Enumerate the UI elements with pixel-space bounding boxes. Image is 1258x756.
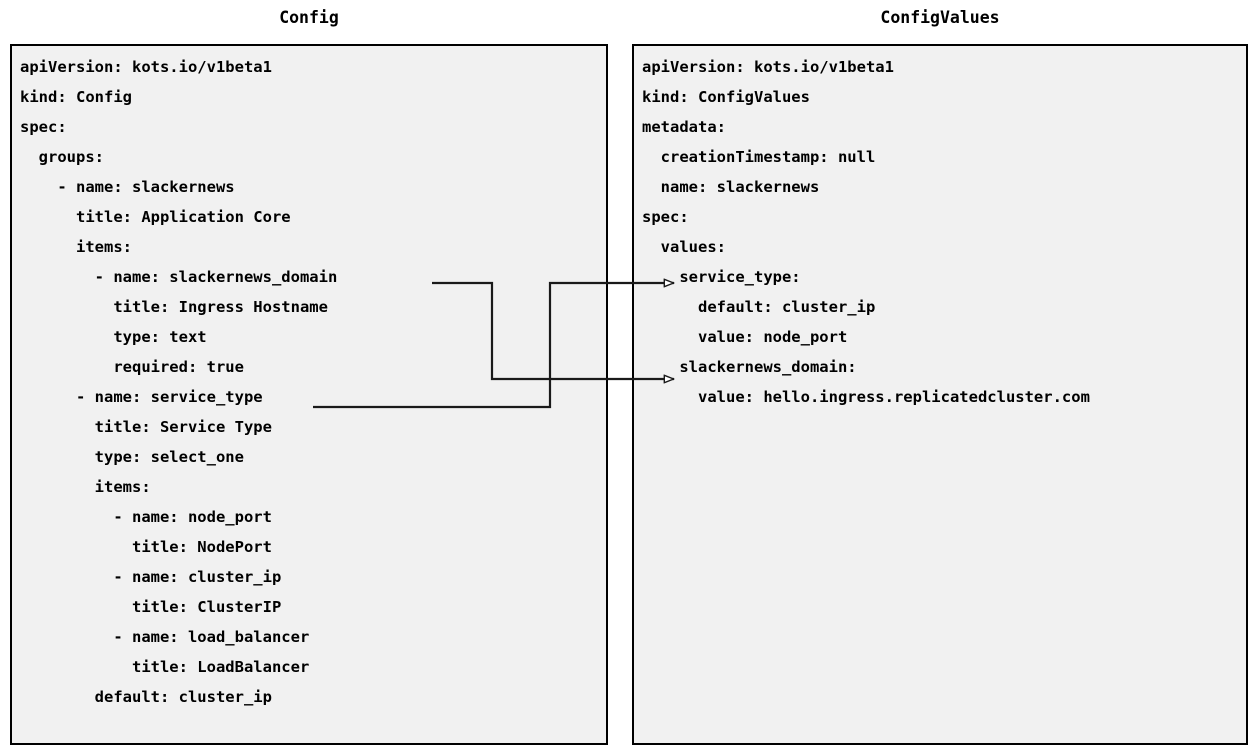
code-line: default: cluster_ip xyxy=(642,298,876,316)
code-line: value: hello.ingress.replicatedcluster.c… xyxy=(642,388,1090,406)
code-line: metadata: xyxy=(642,118,726,136)
code-line: - name: cluster_ip xyxy=(20,568,282,586)
code-line: kind: Config xyxy=(20,88,132,106)
code-line: title: NodePort xyxy=(20,538,272,556)
code-line: items: xyxy=(20,478,151,496)
code-line: type: select_one xyxy=(20,448,244,466)
code-line: type: text xyxy=(20,328,207,346)
code-line: default: cluster_ip xyxy=(20,688,272,706)
code-line: title: Service Type xyxy=(20,418,272,436)
code-line: required: true xyxy=(20,358,244,376)
code-line: spec: xyxy=(20,118,67,136)
code-line: items: xyxy=(20,238,132,256)
code-line: service_type: xyxy=(642,268,801,286)
code-line: title: Ingress Hostname xyxy=(20,298,328,316)
code-line: slackernews_domain: xyxy=(642,358,857,376)
config-panel-title: Config xyxy=(279,8,339,27)
code-line: - name: node_port xyxy=(20,508,272,526)
code-line: apiVersion: kots.io/v1beta1 xyxy=(642,58,894,76)
code-line: title: ClusterIP xyxy=(20,598,282,616)
code-line: - name: slackernews xyxy=(20,178,235,196)
code-line: title: LoadBalancer xyxy=(20,658,310,676)
code-line: values: xyxy=(642,238,726,256)
code-line: creationTimestamp: null xyxy=(642,148,876,166)
config-yaml-panel: apiVersion: kots.io/v1beta1 kind: Config s… xyxy=(10,44,608,745)
code-line: groups: xyxy=(20,148,104,166)
configvalues-yaml-panel: apiVersion: kots.io/v1beta1 kind: ConfigV… xyxy=(632,44,1248,745)
configvalues-yaml-code: apiVersion: kots.io/v1beta1 kind: ConfigV… xyxy=(642,52,1246,412)
code-line: apiVersion: kots.io/v1beta1 xyxy=(20,58,272,76)
configvalues-panel-title: ConfigValues xyxy=(880,8,1000,27)
code-line: - name: slackernews_domain xyxy=(20,268,338,286)
code-line: - name: service_type xyxy=(20,388,263,406)
code-line: title: Application Core xyxy=(20,208,291,226)
code-line: kind: ConfigValues xyxy=(642,88,810,106)
code-line: spec: xyxy=(642,208,689,226)
config-yaml-code: apiVersion: kots.io/v1beta1 kind: Config s… xyxy=(20,52,606,712)
code-line: name: slackernews xyxy=(642,178,820,196)
code-line: - name: load_balancer xyxy=(20,628,310,646)
code-line: value: node_port xyxy=(642,328,848,346)
